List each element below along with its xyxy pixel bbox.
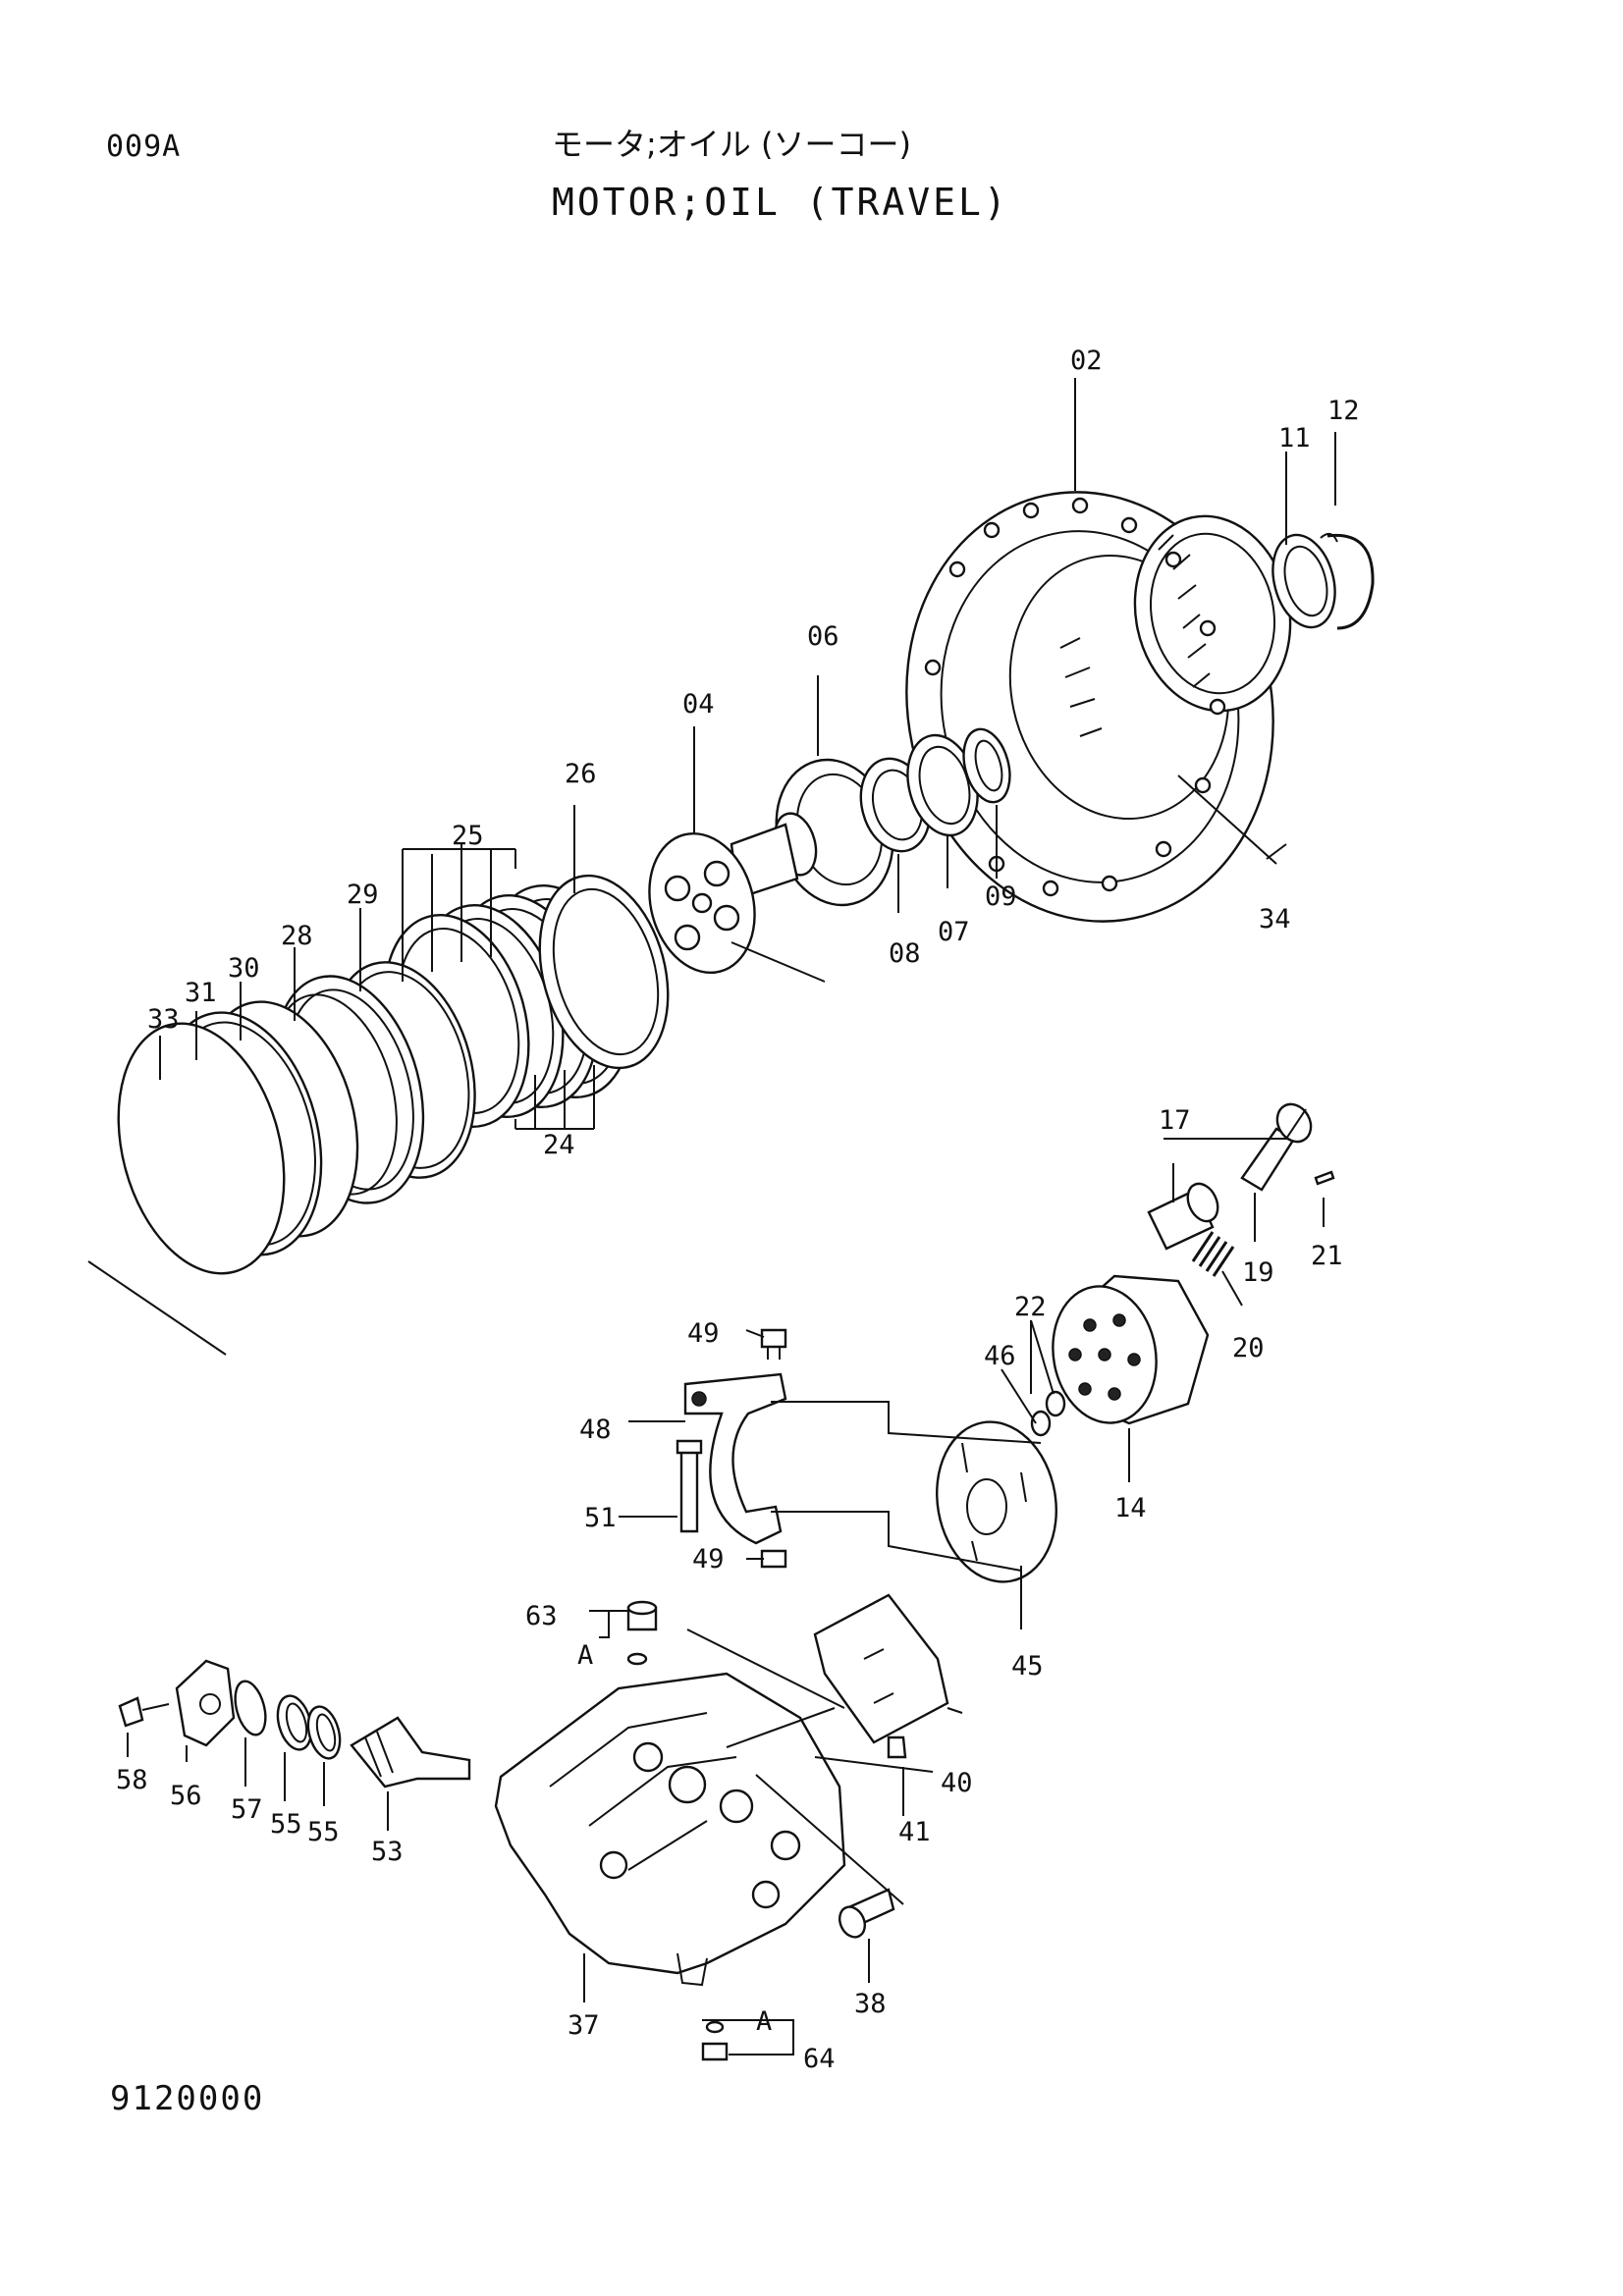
ring-part-11: [1271, 533, 1336, 629]
callout-64: 64: [803, 2044, 836, 2074]
callout-40: 40: [941, 1768, 973, 1798]
plate-part-26: [538, 874, 670, 1070]
callout-14: 14: [1114, 1493, 1147, 1523]
cover-part-56: [175, 1659, 236, 1747]
callout-37: 37: [568, 2010, 600, 2041]
title-japanese: モータ;オイル (ソーコー): [552, 126, 911, 163]
callout-33: 33: [147, 1004, 180, 1035]
document-code: 9120000: [110, 2079, 265, 2118]
snap-ring-part-12: [1320, 532, 1375, 630]
callout-49-bottom: 49: [692, 1544, 725, 1575]
callout-06: 06: [807, 621, 839, 652]
callout-22: 22: [1014, 1292, 1047, 1322]
nipple-part-41: [887, 1735, 907, 1759]
swash-plate-part-48: [683, 1372, 787, 1545]
spring-part-20: [1191, 1231, 1235, 1277]
bolt-part-49-bottom: [760, 1549, 787, 1569]
callout-a-lower: A: [756, 2006, 772, 2037]
callout-labels: 02 11 12 34 06 04 08 07 09 26 25 24 29 2…: [116, 346, 1360, 2074]
callout-34: 34: [1259, 904, 1291, 934]
plug-part-64: [701, 2020, 729, 2061]
callout-56: 56: [170, 1781, 202, 1811]
cylinder-block-part-14: [1052, 1274, 1210, 1425]
callout-30: 30: [228, 953, 260, 984]
shaft-part-53: [350, 1716, 471, 1789]
washer-part-46: [1030, 1410, 1052, 1437]
callout-17: 17: [1159, 1105, 1191, 1136]
leader-lines: [87, 378, 1336, 2056]
callout-19: 19: [1242, 1257, 1274, 1288]
spool-part-17: [1147, 1182, 1219, 1251]
callout-09: 09: [985, 881, 1017, 912]
spline-shaft-part-04: [648, 823, 799, 975]
callout-20: 20: [1232, 1333, 1265, 1363]
callout-55-b: 55: [307, 1817, 340, 1847]
callout-29: 29: [347, 880, 379, 910]
callout-11: 11: [1278, 423, 1311, 454]
callout-07: 07: [938, 917, 970, 947]
callout-45: 45: [1011, 1651, 1044, 1682]
callout-28: 28: [281, 921, 313, 951]
callout-41: 41: [898, 1817, 931, 1847]
housing-part-02: [905, 491, 1292, 923]
valve-plate-part-45: [936, 1420, 1057, 1583]
callout-46: 46: [984, 1341, 1016, 1371]
callout-08: 08: [889, 938, 921, 969]
washer-part-22: [1045, 1390, 1066, 1417]
callout-31: 31: [185, 978, 217, 1008]
callout-04: 04: [682, 689, 715, 720]
bolt-part-49-top: [760, 1328, 787, 1360]
screw-part-58: [118, 1696, 170, 1728]
callout-63: 63: [525, 1601, 558, 1631]
plug-part-63: [626, 1600, 658, 1666]
pin-part-21: [1314, 1170, 1335, 1186]
callout-25: 25: [452, 821, 484, 851]
bearing-part-55-b: [306, 1705, 342, 1760]
callout-57: 57: [231, 1794, 263, 1825]
callout-a-upper: A: [577, 1640, 593, 1671]
callout-51: 51: [584, 1503, 617, 1533]
callout-48: 48: [579, 1415, 612, 1445]
ring-part-33: [117, 1022, 286, 1275]
callout-12: 12: [1327, 396, 1360, 426]
page-code: 009A: [106, 130, 182, 164]
title-english: MOTOR;OIL (TRAVEL): [552, 181, 1009, 224]
callout-38: 38: [854, 1989, 887, 2019]
bearing-part-55-a: [276, 1694, 313, 1751]
callout-55-a: 55: [270, 1809, 302, 1840]
callout-21: 21: [1311, 1241, 1343, 1271]
bolt-part-51: [676, 1439, 703, 1533]
collar-part-09: [962, 727, 1011, 804]
spool-part-19: [1240, 1102, 1313, 1192]
o-ring-part-57: [234, 1680, 267, 1736]
motor-housing-part-37: [494, 1672, 846, 1987]
callout-02: 02: [1070, 346, 1103, 376]
callout-24: 24: [543, 1130, 575, 1160]
bolt-part-38: [838, 1888, 895, 1939]
callout-58: 58: [116, 1765, 148, 1795]
callout-26: 26: [565, 759, 597, 789]
callout-53: 53: [371, 1837, 404, 1867]
callout-49-top: 49: [687, 1318, 720, 1349]
cover-plate-part-40: [813, 1593, 949, 1744]
